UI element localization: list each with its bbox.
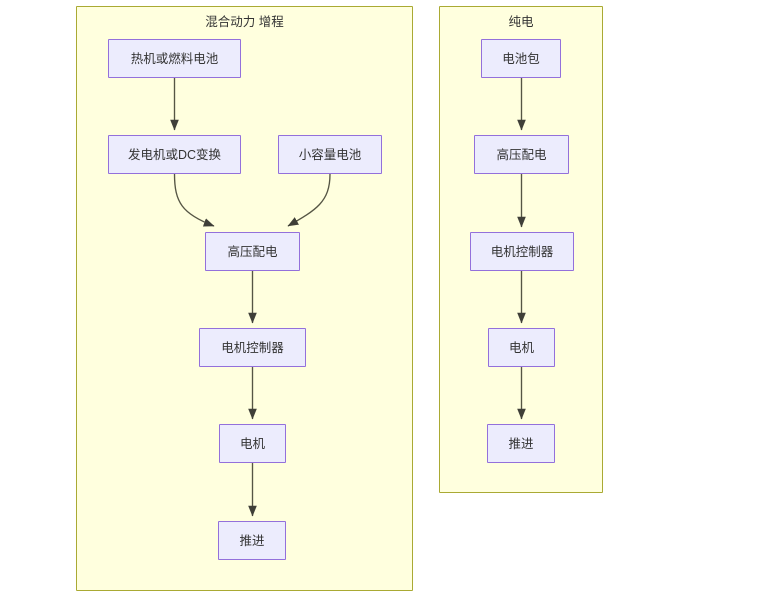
node-hybrid-motor-controller[interactable]: 电机控制器	[199, 328, 306, 367]
node-bev-motor[interactable]: 电机	[488, 328, 555, 367]
node-hybrid-generator-or-dc-converter[interactable]: 发电机或DC变换	[108, 135, 241, 174]
node-label: 电机	[239, 436, 265, 451]
node-hybrid-small-battery[interactable]: 小容量电池	[278, 135, 382, 174]
node-label: 电池包	[502, 51, 540, 66]
node-hybrid-hv-distribution[interactable]: 高压配电	[205, 232, 300, 271]
node-hybrid-engine-or-fuelcell[interactable]: 热机或燃料电池	[108, 39, 241, 78]
node-label: 推进	[508, 436, 534, 451]
node-label: 小容量电池	[298, 147, 362, 162]
node-bev-propulsion[interactable]: 推进	[487, 424, 555, 463]
node-label: 高压配电	[227, 244, 278, 259]
node-label: 电机控制器	[490, 244, 554, 259]
cluster-hybrid-powertrain: 混合动力 增程	[76, 6, 413, 591]
node-hybrid-propulsion[interactable]: 推进	[218, 521, 286, 560]
node-label: 发电机或DC变换	[127, 147, 222, 162]
node-bev-battery-pack[interactable]: 电池包	[481, 39, 561, 78]
node-label: 电机	[508, 340, 534, 355]
node-label: 电机控制器	[221, 340, 284, 355]
node-label: 推进	[239, 533, 265, 548]
cluster-bev-title: 纯电	[508, 15, 534, 29]
node-bev-motor-controller[interactable]: 电机控制器	[470, 232, 574, 271]
node-label: 高压配电	[496, 147, 547, 162]
node-hybrid-motor[interactable]: 电机	[219, 424, 286, 463]
node-bev-hv-distribution[interactable]: 高压配电	[474, 135, 569, 174]
cluster-hybrid-title: 混合动力 增程	[205, 15, 284, 29]
node-label: 热机或燃料电池	[130, 51, 219, 66]
